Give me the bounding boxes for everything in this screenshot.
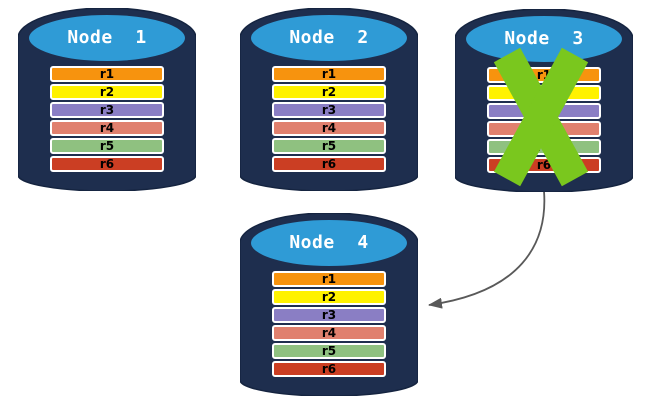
replica-bar-r2: r2: [50, 84, 164, 100]
replica-bar-r3: r3: [272, 102, 386, 118]
replica-bar-r4: r4: [50, 120, 164, 136]
node-title: Node 3: [504, 28, 584, 49]
replica-label: r6: [536, 158, 552, 172]
replica-stack: r1 r2 r3 r4 r5 r6: [272, 271, 386, 379]
replica-label: r5: [99, 139, 115, 153]
node-title: Node 4: [289, 232, 369, 253]
replica-label: r6: [99, 157, 115, 171]
replica-label: r1: [321, 67, 337, 81]
replica-label: r3: [321, 103, 337, 117]
replica-bar-r2: r2: [272, 84, 386, 100]
replica-label: r2: [321, 290, 337, 304]
replica-label: r3: [321, 308, 337, 322]
replica-stack: r1 r2 r3 r4 r5 r6: [50, 66, 164, 174]
replica-bar-r1: r1: [272, 271, 386, 287]
replica-label: r2: [321, 85, 337, 99]
replica-label: r5: [321, 344, 337, 358]
replica-label: r5: [321, 139, 337, 153]
replica-bar-r5: r5: [50, 138, 164, 154]
replica-label: r4: [321, 121, 337, 135]
replica-stack: r1 r2 r3 r4 r5 r6: [272, 66, 386, 174]
replica-bar-r5: r5: [272, 138, 386, 154]
replica-label: r1: [321, 272, 337, 286]
replica-bar-r2: r2: [272, 289, 386, 305]
node-title: Node 1: [67, 27, 147, 48]
node-4: Node 4 r1 r2 r3 r4 r5 r6: [240, 213, 418, 396]
replica-bar-r3: r3: [272, 307, 386, 323]
replica-bar-r5: r5: [272, 343, 386, 359]
replica-bar-r6: r6: [272, 156, 386, 172]
replica-bar-r3: r3: [50, 102, 164, 118]
replica-label: r3: [99, 103, 115, 117]
replica-label: r4: [321, 326, 337, 340]
replica-bar-r1: r1: [50, 66, 164, 82]
node-2: Node 2 r1 r2 r3 r4 r5 r6: [240, 8, 418, 191]
replica-label: r1: [99, 67, 115, 81]
node-title: Node 2: [289, 27, 369, 48]
failure-cross-icon: [493, 47, 589, 187]
replica-label: r6: [321, 157, 337, 171]
replica-label: r2: [99, 85, 115, 99]
node-3: Node 3r1r2r3r4r5r6: [455, 9, 633, 192]
node-1: Node 1 r1 r2 r3 r4 r5 r6: [18, 8, 196, 191]
replica-bar-r6: r6: [50, 156, 164, 172]
replica-label: r4: [99, 121, 115, 135]
replica-bar-r4: r4: [272, 325, 386, 341]
replica-label: r6: [321, 362, 337, 376]
failover-arrow-path: [428, 190, 546, 309]
replica-bar-r1: r1: [272, 66, 386, 82]
replica-bar-r4: r4: [272, 120, 386, 136]
replica-bar-r6: r6: [272, 361, 386, 377]
